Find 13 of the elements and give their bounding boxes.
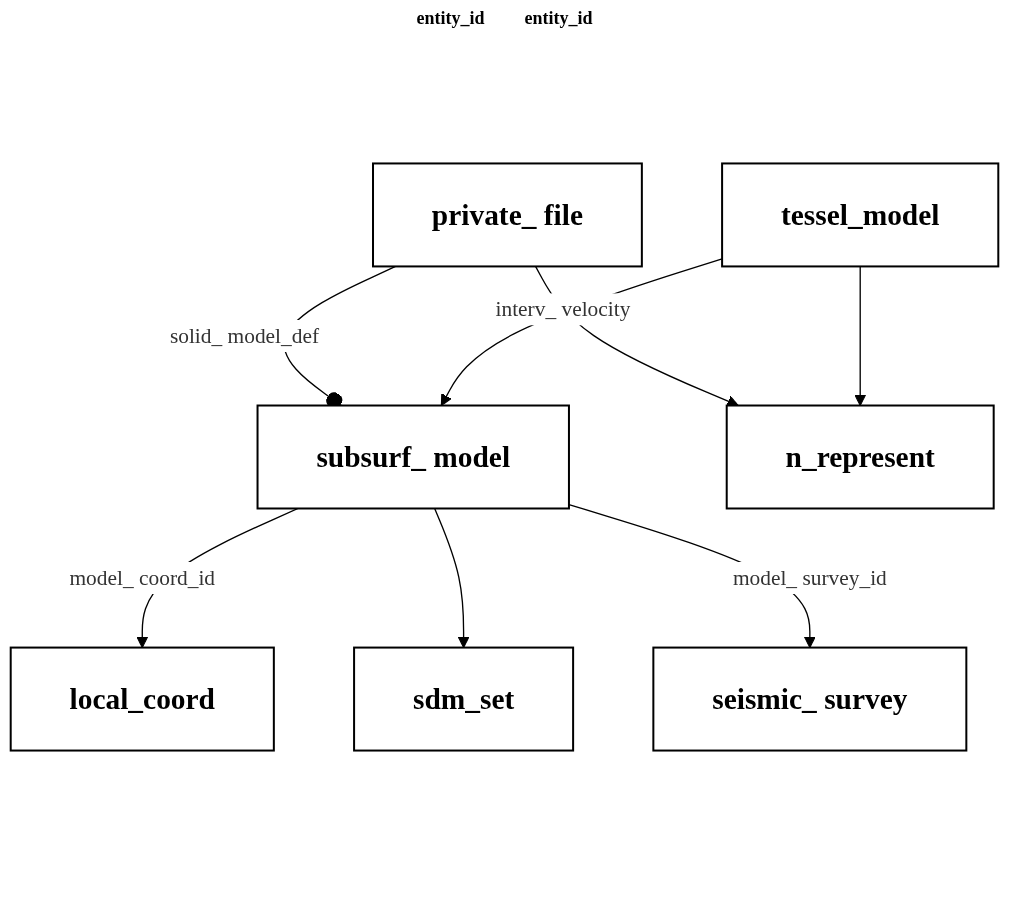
node-box: n_represent [725,404,995,510]
note-label: entity_id [416,8,485,29]
edge-label: solid_ model_def [169,323,320,347]
node-box: subsurf_ model [256,404,570,510]
edge-label: model_ coord_id [69,565,216,589]
node-box: seismic_ survey [652,646,968,752]
edge-label: interv_ velocity [495,297,631,321]
node-box: tessel_model [721,162,1000,268]
note-label: entity_id [524,8,593,29]
edge-label: model_ survey_id [732,565,887,589]
node-box: local_coord [9,646,275,752]
node-box: private_ file [372,162,643,268]
node-box: sdm_set [353,646,575,752]
